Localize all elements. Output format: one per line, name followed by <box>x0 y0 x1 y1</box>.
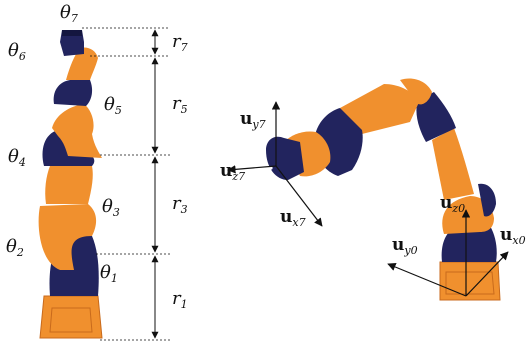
robot-left-link5 <box>52 104 102 158</box>
uz7-axis <box>227 165 277 174</box>
theta7-label: θ7 <box>60 2 78 25</box>
ux7-axis <box>275 165 323 227</box>
robot-right-joint4 <box>416 92 456 142</box>
r7-label: r7 <box>172 31 188 54</box>
robot-left-flange-top <box>62 30 82 36</box>
theta2-label: θ2 <box>6 236 24 259</box>
ux0-axis <box>465 251 509 297</box>
robot-right-base-detail <box>445 271 495 295</box>
robot-right-link1 <box>441 226 497 262</box>
robot-right <box>266 78 501 301</box>
theta6-label: θ6 <box>8 40 26 63</box>
theta5-label: θ5 <box>104 94 122 117</box>
base-frame-axes <box>387 209 509 297</box>
theta4-label: θ4 <box>8 146 26 169</box>
r5-label: r5 <box>172 93 188 116</box>
uz7-label: uz7 <box>220 161 245 183</box>
theta1-label: θ1 <box>100 262 118 285</box>
uz0-label: uz0 <box>440 193 465 215</box>
robot-right-joint2-cap <box>478 183 496 217</box>
uy0-axis <box>387 262 467 297</box>
theta3-label: θ3 <box>102 196 120 219</box>
robot-left-base-detail <box>49 307 93 333</box>
robot-right-flange <box>266 136 304 180</box>
robot-left-link3 <box>45 166 93 204</box>
r3-label: r3 <box>172 193 188 216</box>
uy7-label: uy7 <box>240 109 266 131</box>
robot-left-flange <box>60 30 84 56</box>
dimension-lines <box>82 27 170 341</box>
robot-right-flange-center <box>269 166 273 170</box>
ux7-label: ux7 <box>280 207 306 229</box>
uy0-label: uy0 <box>392 235 418 257</box>
r1-label: r1 <box>172 288 188 311</box>
ux0-label: ux0 <box>500 225 526 247</box>
robot-right-link5 <box>340 84 420 134</box>
robot-left-joint6 <box>53 80 93 106</box>
tool-frame-axes <box>227 101 323 227</box>
robot-left-joint2 <box>38 204 97 270</box>
robot-right-elbow <box>400 78 432 105</box>
robot-left <box>38 30 103 339</box>
robot-right-link3 <box>432 128 474 200</box>
